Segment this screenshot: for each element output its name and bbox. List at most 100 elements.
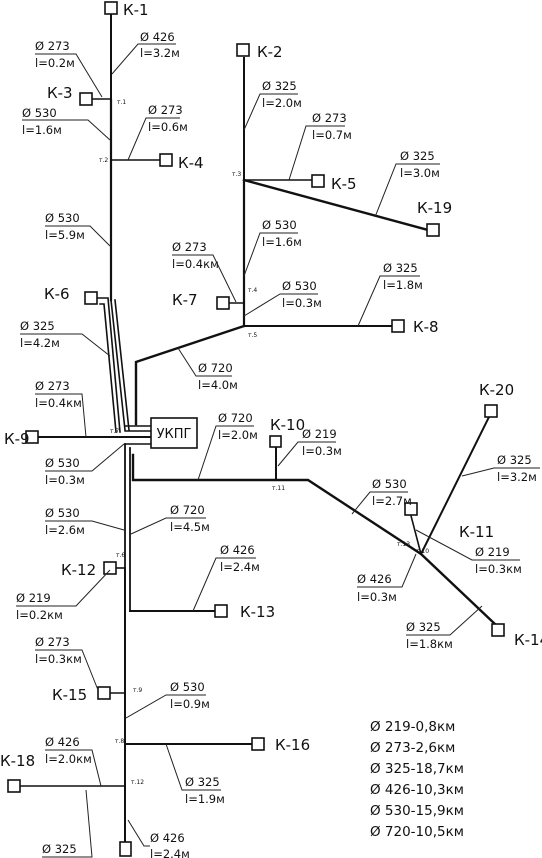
segment-label: Ø 530 l=0.3м bbox=[243, 279, 322, 317]
well-k18-label: К-18 bbox=[0, 752, 35, 770]
well-k3-label: К-3 bbox=[47, 84, 73, 102]
node-t9: т.9 bbox=[133, 687, 142, 694]
svg-text:l=0.4км: l=0.4км bbox=[172, 257, 219, 271]
node-t11: т.11 bbox=[272, 485, 285, 492]
svg-text:l=0.2м: l=0.2м bbox=[35, 56, 75, 70]
svg-text:Ø 530: Ø 530 bbox=[22, 106, 57, 120]
pipe-trunk-double-a bbox=[110, 299, 126, 431]
node-t1: т.1 bbox=[117, 99, 126, 106]
svg-text:Ø 325: Ø 325 bbox=[400, 149, 435, 163]
well-k5-label: К-5 bbox=[331, 175, 357, 193]
hub-label: УКПГ bbox=[157, 427, 192, 442]
svg-text:l=5.9м: l=5.9м bbox=[45, 228, 85, 242]
well-k3: К-3 bbox=[47, 84, 93, 106]
well-k14: К-14 bbox=[491, 623, 542, 649]
well-bottom bbox=[119, 841, 132, 857]
legend-item: Ø 426-10,3км bbox=[370, 782, 464, 798]
pipe-720-east bbox=[131, 453, 497, 626]
svg-text:Ø 720: Ø 720 bbox=[170, 503, 205, 517]
well-k19: К-19 bbox=[417, 199, 452, 237]
well-k16: К-16 bbox=[251, 736, 310, 754]
svg-text:l=2.4м: l=2.4м bbox=[150, 847, 190, 858]
segment-label: Ø 325 l=1.8м bbox=[357, 261, 423, 327]
node-t3: т.3 bbox=[232, 171, 241, 178]
well-k2-label: К-2 bbox=[257, 43, 283, 61]
svg-text:Ø 273: Ø 273 bbox=[35, 635, 70, 649]
svg-text:Ø 219: Ø 219 bbox=[16, 591, 51, 605]
svg-text:Ø 426: Ø 426 bbox=[150, 831, 185, 845]
well-k10: К-10 bbox=[269, 416, 305, 448]
segment-label: Ø 426 l=0.3м bbox=[357, 553, 417, 604]
segment-label: Ø 325 l=4.2м bbox=[20, 319, 111, 357]
svg-text:l=0.2км: l=0.2км bbox=[16, 608, 63, 622]
well-k15: К-15 bbox=[52, 686, 111, 704]
segment-label: Ø 273 l=0.4км bbox=[172, 240, 237, 303]
pipe-720-north bbox=[134, 324, 246, 426]
well-k15-label: К-15 bbox=[52, 686, 87, 704]
segment-label: Ø 325 l=1.8км bbox=[406, 605, 483, 651]
svg-text:l=4.5м: l=4.5м bbox=[170, 520, 210, 534]
pipe-k6-b bbox=[99, 303, 117, 433]
segment-label: Ø 325 l=3.0м bbox=[374, 149, 440, 218]
svg-text:l=0.4км: l=0.4км bbox=[35, 396, 82, 410]
well-k1: К-1 bbox=[104, 1, 149, 19]
pipe-k6-a bbox=[96, 297, 121, 433]
segment-label: Ø 325 l=2.0м bbox=[243, 79, 302, 131]
segment-label: Ø 720 l=4.5м bbox=[130, 503, 210, 535]
svg-text:Ø 219: Ø 219 bbox=[475, 545, 510, 559]
svg-text:l=0.3м: l=0.3м bbox=[302, 444, 342, 458]
segment-label: Ø 219 l=0.3км bbox=[415, 529, 522, 576]
well-k8-label: К-8 bbox=[413, 318, 439, 336]
segment-label: Ø 530 l=2.6м bbox=[45, 506, 125, 537]
segment-label: Ø 720 l=2.0м bbox=[197, 411, 258, 481]
well-k12: К-12 bbox=[61, 561, 117, 579]
segment-labels: Ø 426 l=3.2м Ø 273 l=0.2м Ø 530 l=1.6м Ø… bbox=[16, 30, 540, 858]
svg-text:l=3.2м: l=3.2м bbox=[140, 46, 180, 60]
svg-text:l=2.0м: l=2.0м bbox=[218, 428, 258, 442]
svg-text:l=4.0м: l=4.0м bbox=[198, 378, 238, 392]
legend-item: Ø 325-18,7км bbox=[370, 761, 464, 777]
svg-text:l=2.7м: l=2.7м bbox=[372, 494, 412, 508]
segment-label: Ø 273 l=0.6м bbox=[127, 103, 188, 161]
svg-text:Ø 530: Ø 530 bbox=[372, 477, 407, 491]
node-t6: т.6 bbox=[116, 552, 125, 559]
segment-label: Ø 530 l=1.6м bbox=[22, 106, 111, 141]
segment-label: Ø 273 l=0.2м bbox=[35, 39, 103, 98]
svg-text:Ø 530: Ø 530 bbox=[262, 218, 297, 232]
segment-label: Ø 530 l=0.9м bbox=[125, 680, 210, 719]
svg-text:Ø 720: Ø 720 bbox=[218, 411, 253, 425]
svg-text:Ø 219: Ø 219 bbox=[302, 427, 337, 441]
svg-text:Ø 273: Ø 273 bbox=[148, 103, 183, 117]
segment-label: Ø 219 l=0.3м bbox=[277, 427, 342, 467]
svg-text:Ø 530: Ø 530 bbox=[45, 211, 80, 225]
svg-text:l=2.6м: l=2.6м bbox=[45, 523, 85, 537]
well-k12-label: К-12 bbox=[61, 561, 96, 579]
svg-text:Ø 273: Ø 273 bbox=[172, 240, 207, 254]
svg-text:Ø 426: Ø 426 bbox=[357, 572, 392, 586]
node-t2: т.2 bbox=[99, 157, 108, 164]
svg-text:Ø 530: Ø 530 bbox=[45, 506, 80, 520]
pipe-k20 bbox=[419, 413, 492, 556]
segment-label: Ø 273 l=0.4км bbox=[35, 379, 87, 438]
well-k10-label: К-10 bbox=[270, 416, 305, 434]
svg-text:l=0.3м: l=0.3м bbox=[282, 296, 322, 310]
svg-text:l=1.6м: l=1.6м bbox=[262, 235, 302, 249]
node-t8: т.8 bbox=[115, 738, 124, 745]
pipes bbox=[19, 13, 497, 843]
svg-text:l=1.6м: l=1.6м bbox=[22, 123, 62, 137]
legend-item: Ø 720-10,5км bbox=[370, 824, 464, 840]
svg-text:Ø 273: Ø 273 bbox=[312, 111, 347, 125]
legend-item: Ø 273-2,6км bbox=[370, 740, 455, 756]
segment-label: Ø 325 l=1.9м bbox=[165, 743, 225, 806]
well-k4-label: К-4 bbox=[178, 154, 204, 172]
svg-text:Ø 426: Ø 426 bbox=[140, 30, 175, 44]
svg-text:Ø 530: Ø 530 bbox=[282, 279, 317, 293]
hub-station: УКПГ bbox=[150, 417, 198, 449]
svg-text:l=2.0км: l=2.0км bbox=[45, 752, 92, 766]
well-k4: К-4 bbox=[159, 153, 204, 172]
well-k6: К-6 bbox=[44, 285, 98, 305]
svg-text:l=0.3км: l=0.3км bbox=[35, 652, 82, 666]
svg-text:Ø 325: Ø 325 bbox=[20, 319, 55, 333]
